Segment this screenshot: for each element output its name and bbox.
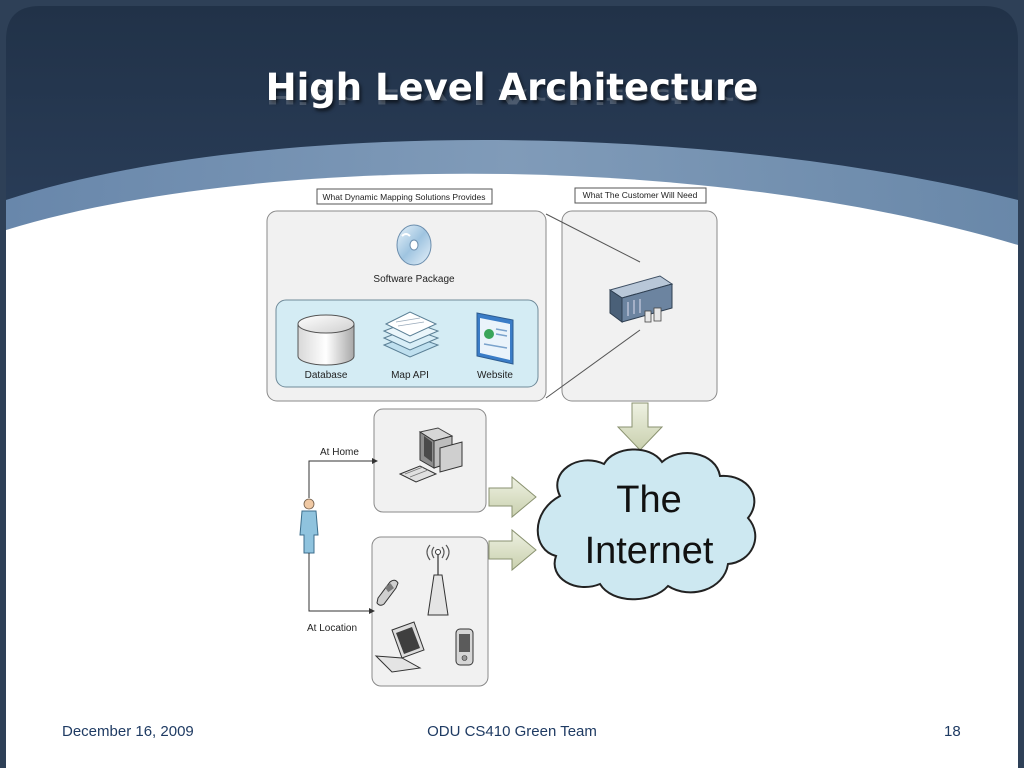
arrow-right-icon: [488, 528, 537, 572]
website-icon: [476, 312, 514, 365]
internet-label-line2: Internet: [585, 530, 714, 572]
person-icon: [299, 498, 319, 554]
location-connector-line: [308, 553, 369, 612]
internet-cloud: The Internet: [536, 448, 757, 601]
laptop-icon: [374, 621, 425, 673]
arrow-down-icon: [616, 402, 664, 451]
internet-label-line1: The: [616, 479, 681, 521]
cell-tower-icon: [426, 544, 450, 616]
website-label: Website: [477, 370, 513, 381]
map-api-label: Map API: [391, 370, 429, 381]
database-label: Database: [305, 370, 348, 381]
pda-icon: [455, 628, 474, 666]
arrow-right-icon: [488, 475, 537, 519]
at-location-label: At Location: [307, 623, 357, 634]
footer-date: December 16, 2009: [62, 723, 194, 740]
footer-team: ODU CS410 Green Team: [427, 723, 597, 740]
provider-label: What Dynamic Mapping Solutions Provides: [323, 192, 486, 202]
home-connector-arrowhead: [372, 458, 378, 464]
cd-icon: [396, 224, 432, 266]
customer-label: What The Customer Will Need: [583, 190, 698, 200]
server-icon: [608, 275, 674, 323]
customer-label-box: What The Customer Will Need: [574, 187, 707, 204]
provider-label-box: What Dynamic Mapping Solutions Provides: [316, 188, 493, 205]
home-connector-line: [308, 460, 372, 498]
desktop-computer-icon: [398, 427, 463, 483]
connector-line-top: [545, 213, 641, 263]
slide-title: High Level Architecture: [265, 66, 759, 109]
at-home-label: At Home: [320, 447, 359, 458]
software-package-label: Software Package: [373, 274, 455, 285]
mobile-phone-icon: [376, 579, 399, 606]
connector-line-bottom: [545, 329, 641, 399]
map-api-icon: [382, 311, 440, 358]
location-connector-arrowhead: [369, 608, 375, 614]
database-icon: [297, 314, 355, 366]
page-number: 18: [944, 723, 961, 740]
